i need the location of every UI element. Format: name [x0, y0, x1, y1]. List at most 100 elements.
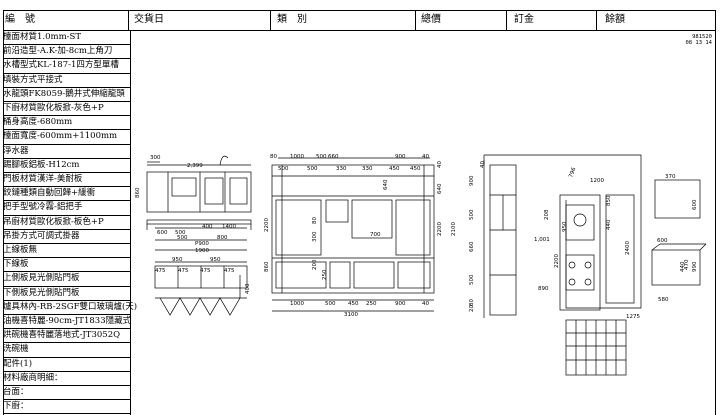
spec-key: 桶身高度	[3, 117, 38, 128]
spec-row-divider	[3, 86, 130, 88]
dim-plan: 890	[538, 286, 549, 292]
spec-row: 鉸鏈種類自動回歸+緩衝	[3, 186, 95, 200]
spec-row-divider	[3, 342, 130, 344]
spec-row: 上側板見光側貼門板	[3, 271, 80, 285]
spec-row: 洗碗機	[3, 342, 29, 356]
spec-value: 見光側貼門板	[28, 273, 80, 284]
spec-row-divider	[3, 243, 130, 244]
dim-mid-vertical: 40	[437, 161, 443, 168]
dim-mid-top: 500	[316, 154, 327, 160]
header-label-deposit: 訂金	[514, 14, 534, 25]
dim-plan: 2400	[625, 241, 631, 255]
dim-plan: 600	[657, 238, 668, 244]
dim-left-base: 600	[157, 230, 168, 236]
spec-key: 下線板	[3, 259, 29, 270]
spec-key: 水槽型式	[3, 60, 38, 71]
dim-plan: 1275	[626, 314, 640, 320]
spec-row-divider	[3, 172, 130, 173]
spec-value: 林內-RB-2SGF雙口玻璃爐(天)	[20, 301, 138, 312]
spec-row-divider	[3, 299, 130, 301]
left-elevation	[146, 155, 252, 316]
dim-right-side: 500	[469, 209, 475, 220]
spec-key: 洗碗機	[3, 344, 29, 355]
plan-view	[483, 154, 707, 376]
spec-key: 台面：	[3, 387, 29, 397]
header-label-category: 類 別	[277, 14, 307, 25]
dim-mid-top: 330	[336, 166, 347, 172]
dim-right-side: 40	[480, 161, 486, 168]
dim-right-side: 80	[469, 299, 475, 306]
spec-row: 油機喜特麗-90cm-JT1833隱藏式	[3, 314, 131, 328]
dim-mid-top: 80	[270, 154, 277, 160]
dim-right-side: 900	[469, 175, 475, 186]
spec-key: 材料廠商	[3, 372, 38, 383]
spec-key: 淨水器	[3, 145, 29, 156]
spec-row: 下側板見光側貼門板	[3, 286, 80, 300]
spec-row: 淨水器	[3, 144, 29, 158]
dim-mid-total: 3100	[344, 312, 358, 318]
spec-key: 烘碗機	[3, 330, 29, 341]
dim-right-side: 500	[469, 274, 475, 285]
spec-row-divider	[3, 370, 130, 372]
revision-stamp: 981520 08 13 14	[660, 34, 713, 46]
dim-left-upper: 950	[172, 257, 183, 263]
spec-key: 檯面材質	[3, 32, 38, 42]
middle-elevation	[271, 157, 435, 312]
spec-row: 桶身高度-680mm	[3, 115, 72, 129]
dim-plan: 1200	[590, 178, 604, 184]
spec-row: 前沿造型-A.K-加-8cm上角刀	[3, 44, 112, 58]
spec-row-divider	[3, 157, 130, 159]
spec-key: 上側板	[3, 273, 29, 284]
spec-value: 自動回歸+緩衝	[37, 188, 96, 199]
spec-value: KL-187-1四方型單槽	[37, 60, 119, 71]
dim-mid-top: 450	[410, 166, 421, 172]
spec-row-divider	[3, 101, 130, 102]
dim-plan: 370	[665, 174, 676, 180]
stamp-date: 08 13 14	[685, 40, 713, 46]
spec-row: 吊掛方式可調式掛器	[3, 229, 80, 243]
header-row	[3, 10, 715, 31]
spec-value: 喜特麗落地式-JT3052Q	[28, 330, 121, 341]
spec-row: 材料廠商明細：	[3, 371, 63, 385]
spec-key: 油機	[3, 316, 21, 326]
spec-key: 前沿造型	[3, 46, 38, 57]
dim-right-side: 660	[469, 241, 475, 252]
spec-key: 上線板	[3, 245, 29, 255]
dim-mid-top: 500	[307, 166, 318, 172]
spec-row: 烘碗機喜特麗落地式-JT3052Q	[3, 328, 120, 342]
spec-value: 明細：	[37, 372, 63, 383]
dim-left-upper: 475	[200, 268, 211, 274]
dim-left-upper: 475	[178, 268, 189, 274]
spec-row: 門板材質漢洋-美耐板	[3, 172, 82, 186]
spec-row-divider	[3, 44, 130, 46]
spec-row: 吊廚材質歐化板掀-板色+P	[3, 215, 104, 229]
dim-plan: 850	[606, 195, 612, 206]
dim-plan: 990	[692, 261, 698, 272]
spec-key: 踢腳板	[3, 159, 29, 170]
dim-mid-top: 40	[422, 154, 429, 160]
dim-plan: 950	[562, 221, 568, 232]
spec-row: 檯面材質1.0mm-ST	[3, 30, 81, 44]
dim-mid-top: 660	[328, 154, 339, 160]
spec-key: 把手型號	[3, 202, 38, 213]
spec-row-divider	[3, 200, 130, 202]
dim-right-side: 20	[469, 305, 475, 312]
spec-row: 下廚：	[3, 399, 29, 413]
spec-row: 踢腳板鋁板-H12cm	[3, 158, 79, 172]
dim-mid-vertical: 2100	[451, 222, 457, 236]
stamp-code: 981520	[692, 34, 712, 40]
spec-row-divider	[3, 285, 130, 287]
dim-left-upper: 475	[155, 268, 166, 274]
header-label-total-price: 總價	[421, 14, 441, 25]
dim-plan: 208	[544, 209, 550, 220]
spec-value: 可調式掛器	[37, 230, 80, 241]
header-label-delivery-date: 交貨日	[134, 14, 164, 25]
spec-key: 鉸鏈種類	[3, 188, 38, 199]
spec-row-divider	[3, 399, 130, 401]
dim-left-upper: 475	[224, 268, 235, 274]
spec-value: 冷霧-鋁把手	[37, 202, 83, 213]
spec-row-divider	[3, 228, 130, 230]
spec-value: 平接式	[37, 74, 63, 85]
spec-key: 下廚：	[3, 401, 29, 412]
